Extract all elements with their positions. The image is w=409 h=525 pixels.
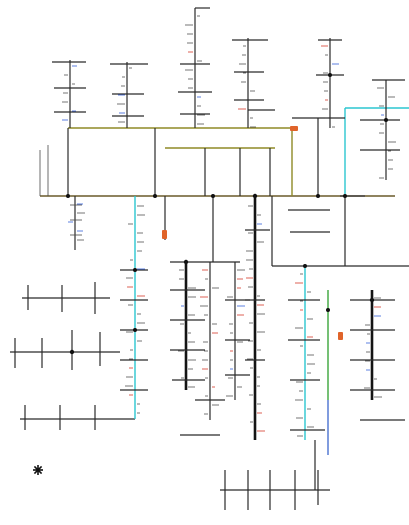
bottom-center-cluster [225,440,318,510]
orange-device-marker [290,126,298,131]
junction-nodes [66,73,388,354]
top-feeder-1 [52,60,86,128]
top-feeder-4 [232,38,275,128]
asterisk-icon [33,465,43,475]
orange-device-marker [162,230,167,239]
top-feeder-5 [292,38,345,128]
top-feeder-2 [110,62,148,128]
left-lower-cluster [10,282,120,430]
center-column [165,196,250,435]
top-feeder-3 [178,8,212,128]
orange-device-marker [338,332,343,340]
top-right-feeder [360,80,405,180]
left-stub-column [40,145,82,250]
annotation-ticks [62,16,396,436]
